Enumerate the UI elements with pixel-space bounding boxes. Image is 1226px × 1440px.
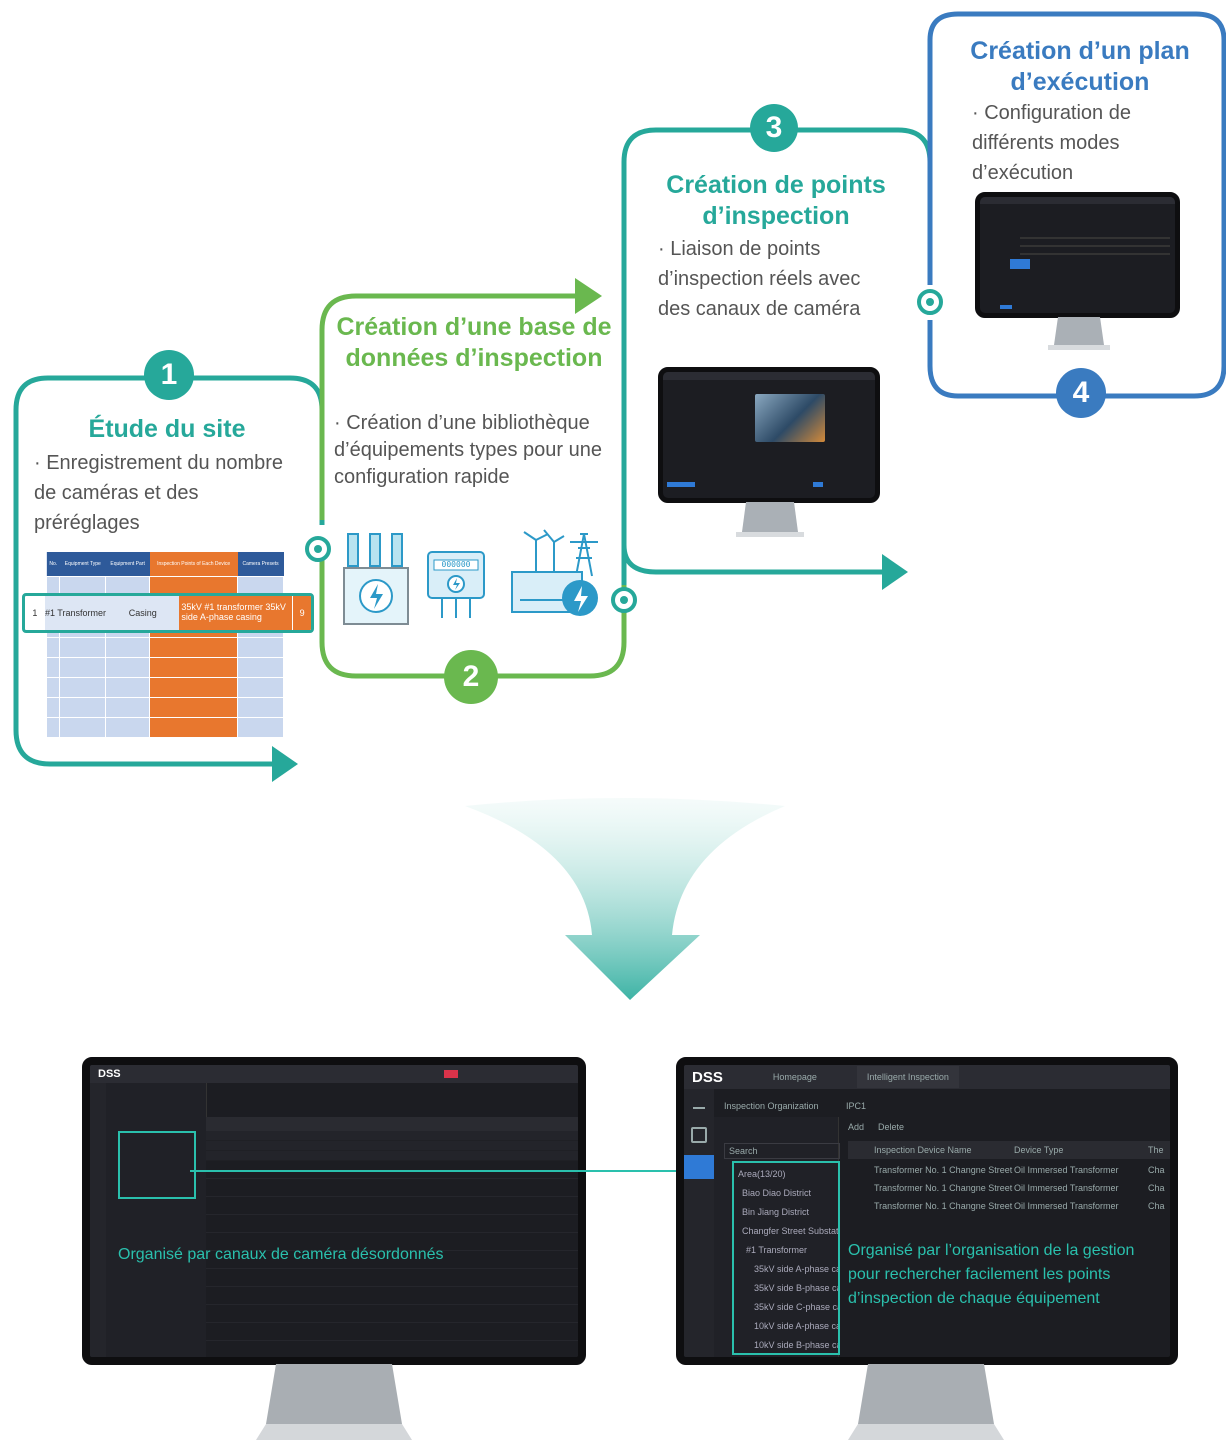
step3-title: Création de points d’inspection [666, 171, 886, 230]
tab-intelligent-inspection[interactable]: Intelligent Inspection [856, 1066, 959, 1088]
step1-number-badge: 1 [144, 350, 194, 400]
right-monitor-stand [848, 1364, 1004, 1440]
table-row[interactable]: Transformer No. 1 Changne Street Oil Imm… [848, 1161, 1170, 1179]
table-header: Camera Presets [237, 552, 284, 577]
organization-link-arrow [190, 1164, 726, 1178]
table-cell: Oil Immersed Transformer [1014, 1183, 1119, 1193]
table-header: No. [46, 552, 60, 577]
tree-item[interactable]: 10kV side C-phase casing [738, 1355, 838, 1357]
camera-preview-image [755, 394, 825, 442]
table-cell: Transformer No. 1 Changne Street [874, 1165, 1013, 1175]
table-cell: Cha [1148, 1201, 1165, 1211]
add-button[interactable]: Add [848, 1122, 865, 1132]
table-row[interactable]: Transformer No. 1 Changne Street Oil Imm… [848, 1179, 1170, 1197]
table-cell: Transformer No. 1 Changne Street [874, 1201, 1013, 1211]
panel-title: Inspection Organization [724, 1101, 819, 1111]
step2-title: Création d’une base de données d’inspect… [336, 313, 612, 372]
tree-item[interactable]: Changfer Street Substation [742, 1226, 838, 1236]
delete-button[interactable]: Delete [878, 1122, 905, 1132]
list-view-icon[interactable] [691, 1127, 707, 1143]
right-tree-highlight [732, 1161, 840, 1355]
tree-item[interactable]: Biao Diao District [742, 1188, 812, 1198]
tree-item[interactable]: 10kV side B-phase casing [754, 1340, 838, 1350]
step4-number-badge: 4 [1056, 368, 1106, 418]
cell-equipment-type: #1 Transformer [44, 596, 107, 630]
column-header-third: The [1148, 1145, 1164, 1155]
table-cell: Oil Immersed Transformer [1014, 1165, 1119, 1175]
tab-homepage[interactable]: Homepage [772, 1072, 817, 1082]
table-header: Equipment Part [105, 552, 150, 577]
table-header: Inspection Points of Each Device [149, 552, 238, 577]
step2-description: · Création d’une bibliothèque d’équipeme… [334, 412, 602, 488]
sidebar-item-active[interactable] [684, 1155, 714, 1179]
step2-number-badge: 2 [444, 650, 498, 704]
step3-number-badge: 3 [750, 104, 798, 152]
table-cell: Cha [1148, 1183, 1165, 1193]
cell-equipment-part: Casing Appearance [106, 596, 180, 630]
left-monitor-note: Organisé par canaux de caméra désordonné… [118, 1246, 444, 1263]
tree-item[interactable]: 10kV side A-phase casing [754, 1321, 838, 1331]
transformer-icon [343, 533, 409, 625]
tree-item[interactable]: #1 Transformer [746, 1245, 808, 1255]
wind-power-substation-icon [511, 529, 598, 616]
table-cell: Transformer No. 1 Changne Street [874, 1183, 1013, 1193]
cell-inspection-point: 35kV #1 transformer 35kV side A-phase ca… [179, 596, 293, 630]
dss-logo: DSS [98, 1068, 121, 1080]
tree-item[interactable]: Bin Jiang District [742, 1207, 810, 1217]
organization-tree: Area(13/20) Biao Diao District Bin Jiang… [738, 1165, 838, 1357]
step1-title: Étude du site [88, 415, 246, 443]
step4-description: · Configuration de différents modes d’ex… [972, 102, 1131, 184]
search-input[interactable]: Search [724, 1143, 840, 1159]
cell-presets: 9 [292, 596, 311, 630]
table-header: Equipment Type [59, 552, 106, 577]
tree-item[interactable]: 35kV side A-phase casing [754, 1264, 838, 1274]
survey-table: No. Equipment Type Equipment Part Inspec… [45, 552, 284, 738]
table-cell: Oil Immersed Transformer [1014, 1201, 1119, 1211]
column-header-device-name: Inspection Device Name [874, 1145, 972, 1155]
tree-item[interactable]: 35kV side B-phase casing [754, 1283, 838, 1293]
meter-digits: 000000 [441, 560, 471, 569]
step4-monitor-stand [1048, 317, 1110, 350]
survey-highlight-row: 1 #1 Transformer Casing Appearance 35kV … [22, 593, 314, 633]
table-cell: Cha [1148, 1165, 1165, 1175]
breadcrumb: IPC1 [846, 1101, 867, 1111]
cell-no: 1 [32, 608, 38, 618]
step4-monitor-screen [975, 192, 1180, 318]
tree-item[interactable]: 35kV side C-phase casing [754, 1302, 838, 1312]
step4-title: Création d’un plan d’exécution [970, 37, 1190, 96]
step3-monitor-screen [658, 367, 880, 503]
meter-icon [427, 551, 485, 618]
dss-logo: DSS [692, 1068, 723, 1086]
left-tree-highlight [118, 1131, 196, 1199]
left-monitor-stand [256, 1364, 412, 1440]
step1-description: · Enregistrement du nombre de caméras et… [34, 452, 284, 534]
table-row[interactable]: Transformer No. 1 Changne Street Oil Imm… [848, 1197, 1170, 1215]
step3-monitor-stand [736, 502, 804, 537]
step3-description: · Liaison de points d’inspection réels a… [658, 238, 861, 320]
left-monitor-screen: DSS Organisé par canaux de caméra désord… [82, 1057, 586, 1365]
right-monitor-screen: DSS Homepage Intelligent Inspection Insp… [676, 1057, 1178, 1365]
column-header-device-type: Device Type [1014, 1145, 1064, 1155]
tree-item[interactable]: Area(13/20) [738, 1169, 786, 1179]
right-monitor-note: Organisé par l’organisation de la gestio… [848, 1242, 1135, 1307]
